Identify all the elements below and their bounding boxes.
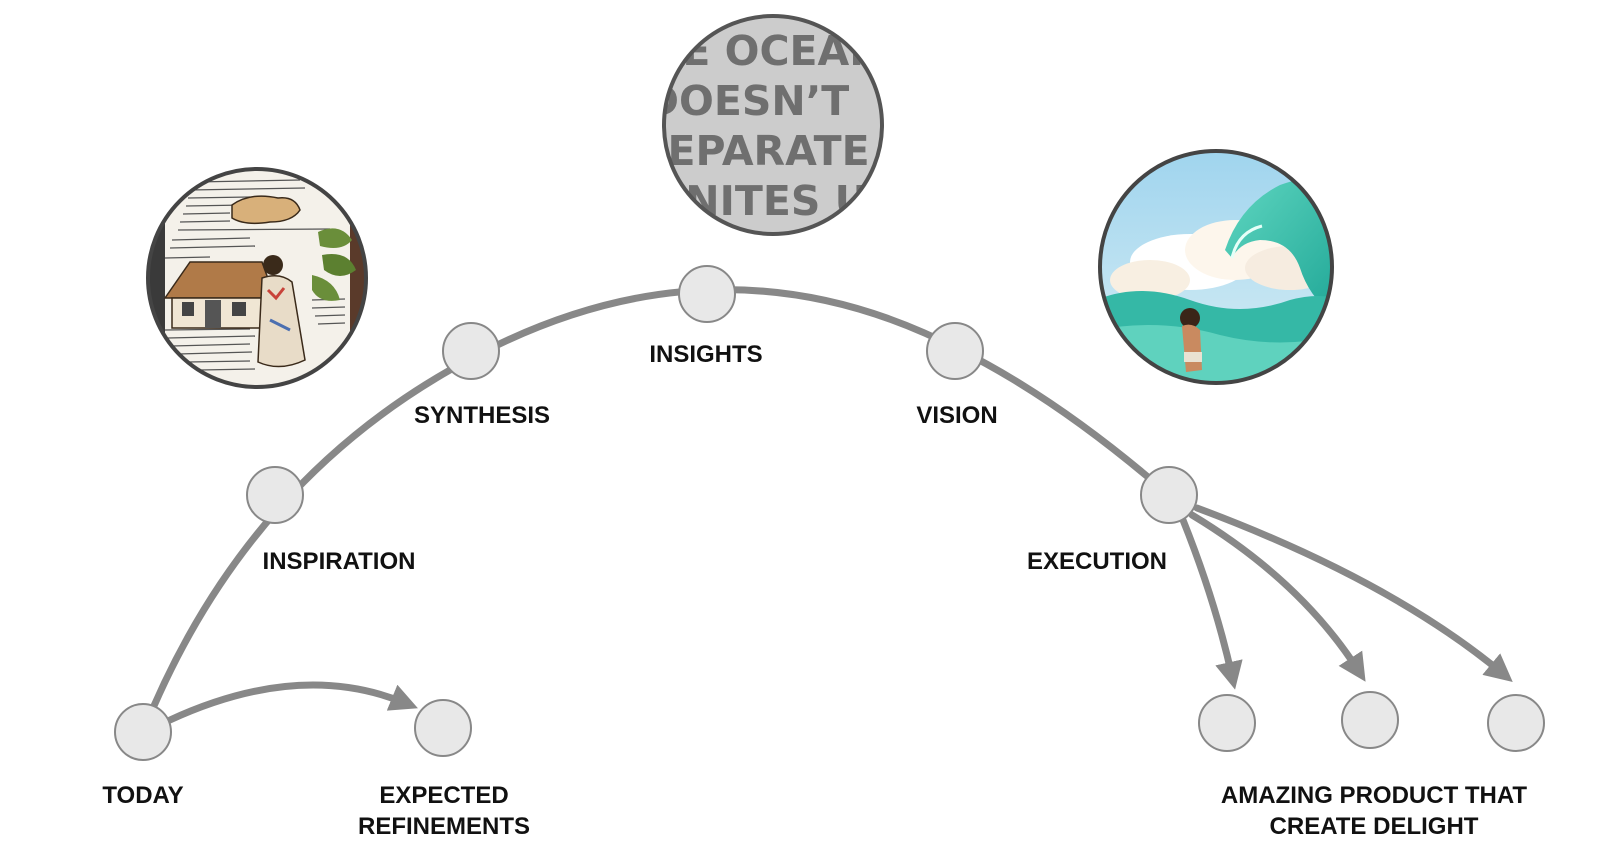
label-execution: EXECUTION (1027, 548, 1167, 575)
quote-line-2: DOESN’T (645, 77, 849, 125)
main-arc-path (139, 286, 1173, 736)
ocean-quote-image: HE OCEAN DOESN’T SEPARATE US UNITES US (638, 14, 947, 236)
refinement-arrow (166, 681, 418, 724)
node-today (114, 703, 172, 761)
execution-arrow-2 (1188, 511, 1366, 682)
node-execution (1140, 466, 1198, 524)
node-synthesis (442, 322, 500, 380)
node-vision (926, 322, 984, 380)
node-product-2 (1341, 691, 1399, 749)
node-inspiration (246, 466, 304, 524)
node-product-1 (1198, 694, 1256, 752)
label-amazing-line1: AMAZING PRODUCT THAT (1221, 782, 1528, 809)
execution-arrow-1 (1179, 516, 1243, 690)
node-insights (678, 265, 736, 323)
label-amazing-line2: CREATE DELIGHT (1270, 813, 1479, 840)
quote-line-1: HE OCEAN (648, 27, 884, 75)
quote-line-3: SEPARATE US (638, 127, 947, 175)
label-vision: VISION (916, 402, 997, 429)
label-expected-line1: EXPECTED (379, 782, 508, 809)
node-expected-refinements (414, 699, 472, 757)
label-synthesis: SYNTHESIS (414, 402, 550, 429)
label-today: TODAY (102, 782, 183, 809)
execution-arrow-3 (1193, 504, 1513, 682)
ocean-wave-image (1098, 149, 1334, 385)
label-expected-line2: REFINEMENTS (358, 813, 530, 840)
quote-line-4: UNITES US (652, 177, 897, 225)
sketch-journal-image (146, 167, 368, 389)
label-insights: INSIGHTS (649, 341, 762, 368)
label-inspiration: INSPIRATION (263, 548, 416, 575)
node-product-3 (1487, 694, 1545, 752)
